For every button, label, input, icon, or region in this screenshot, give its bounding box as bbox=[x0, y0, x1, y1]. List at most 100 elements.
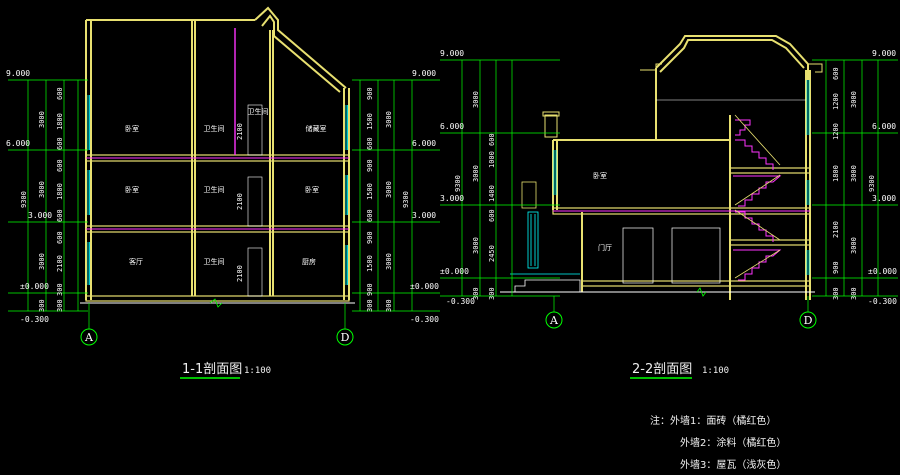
dimension-label: 9300 bbox=[868, 175, 876, 192]
section-1-doors bbox=[234, 28, 263, 297]
elevation-label: ±0.000 bbox=[440, 267, 469, 276]
note-line: 注：外墙1：面砖（橘红色） bbox=[650, 414, 776, 427]
dimension-label: 1500 bbox=[366, 255, 374, 272]
dimension-label: 900 bbox=[366, 283, 374, 296]
elevation-label: -0.300 bbox=[868, 297, 897, 306]
dimension-label: 3000 bbox=[38, 181, 46, 198]
dimension-label: 1500 bbox=[366, 183, 374, 200]
section-title: 2-2剖面图 bbox=[632, 362, 692, 377]
dimension-label: 300 bbox=[385, 299, 393, 312]
dimension-label: 600 bbox=[832, 67, 840, 80]
section-1-right-dimensions bbox=[352, 79, 440, 312]
dimension-label: 1400 bbox=[488, 185, 496, 202]
note-line: 外墙3：屋瓦（浅灰色） bbox=[680, 458, 786, 471]
elevation-label: -0.300 bbox=[410, 315, 439, 324]
room-label: 卫生间 bbox=[204, 185, 225, 194]
dimension-label: 600 bbox=[366, 137, 374, 150]
dimension-label: 9300 bbox=[20, 191, 28, 208]
section-1-walls bbox=[85, 6, 350, 300]
section-2-right-dim-text: 600 1200 1200 1800 2100 900 300 3000 300… bbox=[832, 67, 876, 300]
elevation-label: 9.000 bbox=[6, 69, 30, 78]
room-label: 卧室 bbox=[593, 171, 607, 180]
section-1-slabs bbox=[80, 154, 355, 308]
section-2-axes: A D bbox=[545, 296, 817, 329]
elevation-label: -0.300 bbox=[446, 297, 475, 306]
dimension-label: 1800 bbox=[56, 183, 64, 200]
dimension-label: 9300 bbox=[454, 175, 462, 192]
elevation-label: 6.000 bbox=[440, 122, 464, 131]
dimension-label: 300 bbox=[472, 287, 480, 300]
section-1-door-heights: 2100 2100 2100 bbox=[236, 123, 244, 282]
section-1-windows bbox=[87, 95, 348, 285]
elevation-label: 6.000 bbox=[412, 139, 436, 148]
dimension-label: 600 bbox=[366, 209, 374, 222]
elevation-label: ±0.000 bbox=[410, 282, 439, 291]
dimension-label: 300 bbox=[56, 299, 64, 312]
dimension-label: 300 bbox=[850, 287, 858, 300]
dimension-label: 300 bbox=[56, 283, 64, 296]
dimension-label: 1500 bbox=[366, 113, 374, 130]
axis-label: A bbox=[84, 331, 94, 344]
section-2-doors bbox=[622, 227, 721, 284]
section-1-drawing: 卧室 卫生间 卫生间 储藏室 卧室 卫生间 卧室 客厅 卫生间 厨房 2100 … bbox=[6, 6, 440, 379]
section-1-right-elevations: 9.000 6.000 3.000 ±0.000 -0.300 bbox=[410, 69, 439, 324]
section-2-slabs bbox=[500, 99, 815, 297]
room-label: 卧室 bbox=[125, 185, 139, 194]
section-2-stairs bbox=[733, 119, 782, 281]
section-2-right-dimensions bbox=[812, 59, 898, 297]
dimension-label: 1200 bbox=[832, 123, 840, 140]
axis-label: D bbox=[804, 314, 813, 327]
section-2-room-labels: 卧室 门厅 bbox=[593, 171, 612, 252]
axis-label: A bbox=[549, 314, 559, 327]
dimension-label: 1000 bbox=[488, 151, 496, 168]
elevation-label: 3.000 bbox=[872, 194, 896, 203]
note-line: 外墙2：涂料（橘红色） bbox=[680, 436, 786, 449]
section-2-entry-steps bbox=[505, 273, 581, 293]
elevation-label: 3.000 bbox=[412, 211, 436, 220]
elevation-label: 6.000 bbox=[872, 122, 896, 131]
dimension-label: 1800 bbox=[832, 165, 840, 182]
dimension-label: 3000 bbox=[850, 165, 858, 182]
section-scale: 1:100 bbox=[702, 366, 729, 376]
dimension-label: 1200 bbox=[832, 93, 840, 110]
section-2-left-dim-text: 9300 3000 3000 3000 300 1000 600 1400 60… bbox=[454, 91, 496, 300]
section-2-title: 2-2剖面图 1:100 bbox=[630, 362, 729, 379]
dimension-label: 900 bbox=[366, 159, 374, 172]
section-2-left-dimensions bbox=[440, 59, 560, 297]
dimension-label: 600 bbox=[56, 209, 64, 222]
dimension-label: 3000 bbox=[850, 237, 858, 254]
dimension-label: 600 bbox=[488, 133, 496, 146]
room-label: 卧室 bbox=[125, 124, 139, 133]
room-label: 厨房 bbox=[302, 257, 316, 266]
dimension-label: 600 bbox=[488, 209, 496, 222]
section-2-chimney bbox=[542, 111, 560, 138]
dimension-label: 2100 bbox=[56, 255, 64, 272]
dimension-label: 2100 bbox=[832, 221, 840, 238]
elevation-label: 9.000 bbox=[412, 69, 436, 78]
section-1-room-labels: 卧室 卫生间 卫生间 储藏室 卧室 卫生间 卧室 客厅 卫生间 厨房 bbox=[125, 107, 327, 266]
section-1-title: 1-1剖面图 1:100 bbox=[180, 362, 271, 379]
dimension-label: 300 bbox=[488, 287, 496, 300]
dimension-label: 9300 bbox=[402, 191, 410, 208]
section-2-porch-column bbox=[521, 181, 539, 269]
elevation-label: ±0.000 bbox=[868, 267, 897, 276]
dimension-label: 900 bbox=[366, 87, 374, 100]
section-2-left-elevations: 9.000 6.000 3.000 ±0.000 -0.300 bbox=[440, 49, 475, 306]
section-1-left-dimensions bbox=[8, 79, 88, 312]
door-height-label: 2100 bbox=[236, 123, 244, 140]
section-1-left-elevations: 9.000 6.000 3.000 ±0.000 -0.300 bbox=[6, 69, 52, 324]
section-2-drawing: 卧室 门厅 9.000 6.000 3.000 ±0.000 -0.300 93… bbox=[440, 35, 898, 379]
dimension-label: 3000 bbox=[38, 253, 46, 270]
dimension-label: 3000 bbox=[385, 253, 393, 270]
section-1-right-dim-text: 900 1500 600 900 1500 600 900 1500 900 3… bbox=[366, 87, 410, 312]
dimension-label: 3000 bbox=[385, 111, 393, 128]
elevation-label: -0.300 bbox=[20, 315, 49, 324]
elevation-label: 6.000 bbox=[6, 139, 30, 148]
room-label: 储藏室 bbox=[306, 124, 327, 133]
room-label: 卫生间 bbox=[204, 257, 225, 266]
dimension-label: 3000 bbox=[385, 181, 393, 198]
section-title: 1-1剖面图 bbox=[182, 362, 242, 377]
elevation-label: 3.000 bbox=[28, 211, 52, 220]
door-height-label: 2100 bbox=[236, 265, 244, 282]
